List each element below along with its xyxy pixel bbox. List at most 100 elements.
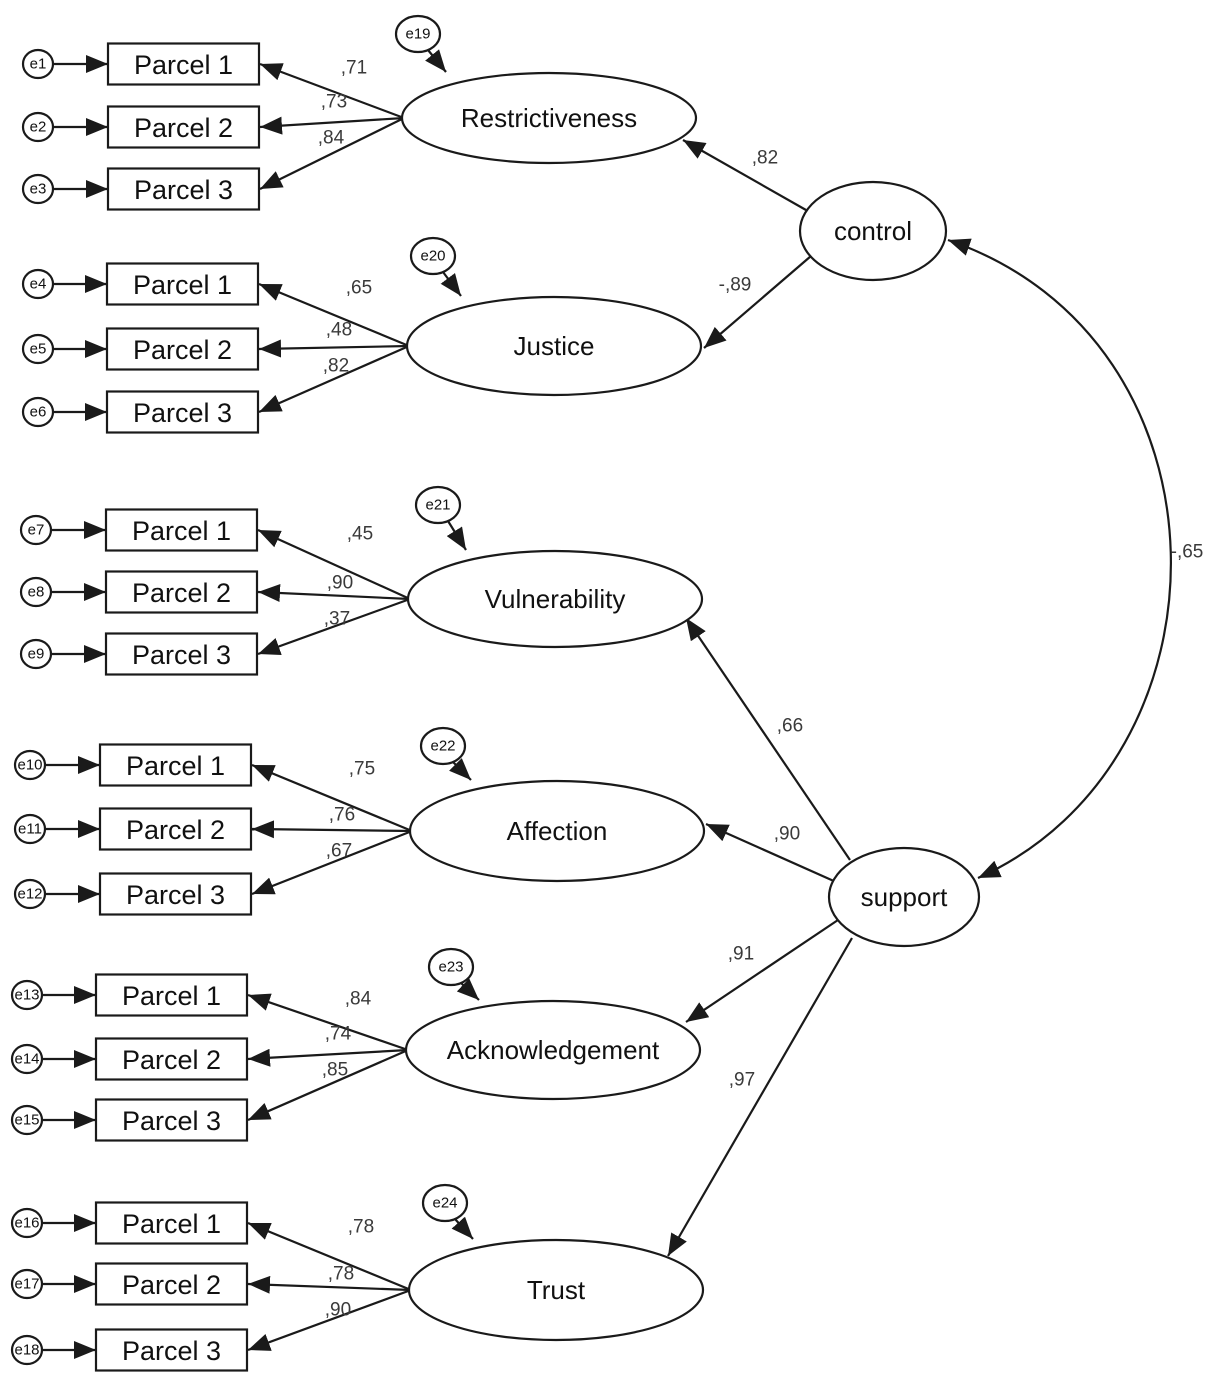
residual-e20 (409, 236, 457, 276)
structural-label-control: -,89 (719, 275, 752, 296)
loading-label: ,48 (326, 320, 352, 341)
error-e2 (21, 111, 55, 143)
error-e15 (10, 1104, 44, 1136)
error-label-e15: e15 (14, 1112, 39, 1129)
indicator-box (94, 1098, 249, 1142)
residual-arrow-e22 (449, 758, 472, 781)
indicator-box (94, 1037, 249, 1081)
indicator-label: Parcel 1 (133, 270, 232, 300)
error-e3 (21, 173, 55, 205)
residual-arrow-e20 (440, 271, 462, 297)
indicator-label: Parcel 2 (126, 815, 225, 845)
loading-label: ,82 (323, 356, 349, 377)
residual-label-e23: e23 (438, 959, 463, 976)
residual-e21 (414, 485, 462, 525)
error-label-e1: e1 (30, 56, 47, 73)
loading-arrow (258, 344, 410, 414)
error-label-e2: e2 (30, 119, 47, 136)
latent-label-trust: Trust (527, 1275, 586, 1305)
indicator-label: Parcel 2 (132, 578, 231, 608)
error-e16 (10, 1207, 44, 1239)
indicator-label: Parcel 3 (132, 640, 231, 670)
residual-e24 (421, 1183, 469, 1223)
loading-arrow (258, 282, 410, 348)
indicator-box (106, 167, 261, 211)
loading-arrow (247, 1275, 412, 1294)
latent-affection (408, 779, 706, 883)
residual-arrow-e24 (451, 1216, 474, 1240)
residual-label-e21: e21 (425, 497, 450, 514)
loading-arrow (259, 117, 405, 190)
second-order-label-control: control (834, 216, 912, 246)
structural-label-support: ,66 (777, 716, 803, 737)
error-label-e10: e10 (17, 757, 42, 774)
indicator-label: Parcel 2 (134, 113, 233, 143)
path-lines (42, 49, 1172, 1359)
structural-label-support: ,97 (729, 1070, 755, 1091)
indicator-label: Parcel 1 (134, 50, 233, 80)
residual-label-e20: e20 (420, 248, 445, 265)
indicator-box (104, 570, 259, 614)
error-label-e3: e3 (30, 181, 47, 198)
latent-restrictiveness (400, 71, 698, 165)
indicator-box (94, 1201, 249, 1245)
correlation-label: -,65 (1171, 542, 1204, 563)
loading-arrow (247, 993, 409, 1052)
loading-arrow (259, 62, 405, 120)
indicator-box (98, 807, 253, 851)
latent-label-acknowledgement: Acknowledgement (447, 1035, 660, 1065)
error-label-e18: e18 (14, 1342, 39, 1359)
error-e13 (10, 979, 44, 1011)
residual-e22 (419, 726, 467, 766)
loading-arrow (247, 1048, 409, 1067)
coefficient-labels: ,71,73,84,65,48,82,45,90,37,75,76,67,84,… (318, 58, 1204, 1321)
loading-arrow (258, 339, 410, 358)
error-label-e11: e11 (18, 821, 42, 838)
indicator-box (105, 327, 260, 371)
indicator-box (94, 1262, 249, 1306)
loading-label: ,78 (328, 1264, 354, 1285)
error-label-e17: e17 (14, 1276, 39, 1293)
error-e1 (21, 48, 55, 80)
latent-vulnerability (406, 549, 704, 649)
indicator-box (104, 632, 259, 676)
indicator-label: Parcel 2 (122, 1045, 221, 1075)
residual-e19 (394, 14, 442, 54)
second-order-support (827, 846, 981, 948)
residual-label-e19: e19 (405, 26, 430, 43)
structural-arrow-control (682, 139, 807, 211)
loading-label: ,90 (327, 573, 353, 594)
error-e4 (21, 268, 55, 300)
error-e14 (10, 1043, 44, 1075)
second-order-label-support: support (861, 882, 948, 912)
error-label-e16: e16 (14, 1215, 39, 1232)
structural-arrow-support (685, 919, 839, 1023)
loading-arrow (257, 528, 411, 601)
indicator-label: Parcel 3 (126, 880, 225, 910)
structural-label-support: ,90 (774, 824, 800, 845)
error-label-e12: e12 (17, 886, 42, 903)
loading-label: ,45 (347, 524, 373, 545)
structural-arrow-support (705, 822, 837, 884)
residual-e23 (427, 947, 475, 987)
indicator-box (98, 743, 253, 787)
loading-label: ,85 (322, 1060, 348, 1081)
indicator-label: Parcel 1 (126, 751, 225, 781)
error-e5 (21, 333, 55, 365)
indicator-box (105, 262, 260, 306)
correlation-arc (947, 238, 1172, 880)
structural-arrow-support (667, 937, 853, 1257)
latent-label-vulnerability: Vulnerability (485, 584, 626, 614)
latent-acknowledgement (404, 999, 702, 1101)
residual-arrow-e23 (456, 978, 480, 1001)
indicator-label: Parcel 1 (122, 981, 221, 1011)
loading-label: ,84 (345, 989, 372, 1010)
loading-arrow (257, 597, 411, 656)
indicator-box (106, 105, 261, 149)
error-e12 (13, 878, 47, 910)
indicator-label: Parcel 2 (122, 1270, 221, 1300)
indicator-box (105, 390, 260, 434)
loading-label: ,84 (318, 128, 345, 149)
indicator-label: Parcel 1 (132, 516, 231, 546)
error-e17 (10, 1268, 44, 1300)
